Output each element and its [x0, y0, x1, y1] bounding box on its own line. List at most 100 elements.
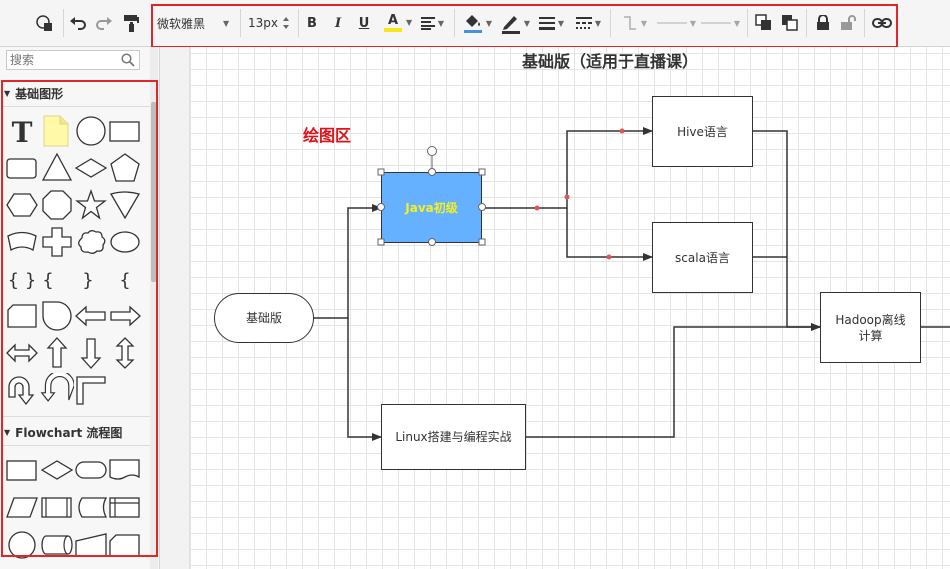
diagram-title[interactable]: 基础版（适用于直播课） [522, 52, 699, 71]
shape-down-arrow[interactable] [74, 336, 108, 370]
ellipse-shape-icon [110, 231, 140, 253]
search-box[interactable] [6, 50, 140, 70]
search-input[interactable] [7, 51, 117, 69]
chevron-down-icon: ▼ [437, 18, 445, 28]
cross-shape-icon [42, 227, 72, 257]
sidebar-scrollbar[interactable] [150, 47, 158, 569]
fill-color-icon [463, 15, 482, 33]
down-arrow-shape-icon [80, 338, 102, 369]
selection-handles[interactable] [374, 145, 490, 249]
shape-horizontal-arrow[interactable] [5, 336, 39, 370]
send-back-button[interactable] [779, 11, 801, 35]
edge-linux-hadoop [526, 323, 821, 438]
underline-button[interactable]: U [358, 15, 370, 31]
shape-flow-direct-data[interactable] [40, 527, 74, 561]
format-painter-button[interactable] [120, 11, 142, 35]
font-family-select[interactable]: 微软雅黑 ▼ [157, 11, 233, 35]
shape-flow-decision[interactable] [40, 453, 74, 487]
process-shape-icon [6, 460, 37, 481]
shape-corner[interactable] [74, 373, 108, 407]
shape-up-arrow[interactable] [40, 336, 74, 370]
lock-button[interactable] [813, 11, 833, 35]
align-button[interactable]: ▼ [418, 11, 446, 35]
shape-cross[interactable] [40, 225, 74, 259]
section-header-flowchart[interactable]: ▼ Flowchart 流程图 [0, 421, 150, 443]
shape-u-turn-left-arrow[interactable] [40, 370, 75, 407]
shape-ellipse[interactable] [108, 225, 142, 259]
shape-text[interactable]: T [5, 114, 39, 149]
shape-star[interactable] [74, 188, 108, 222]
undo-button[interactable] [68, 11, 88, 35]
node-hadoop-line1: Hadoop离线 [835, 312, 906, 327]
line-color-button[interactable]: ▼ [498, 11, 532, 35]
shape-flow-data[interactable] [5, 490, 39, 524]
line-width-button[interactable]: ▼ [536, 11, 566, 35]
lock-icon [817, 15, 829, 30]
shape-funnel[interactable] [108, 188, 142, 222]
shape-note[interactable] [40, 114, 74, 148]
shape-banner[interactable] [5, 225, 39, 259]
shape-flow-process[interactable] [5, 453, 39, 487]
brace-shape-icon: { [119, 270, 130, 291]
redo-button[interactable] [94, 11, 114, 35]
shape-flow-card[interactable] [108, 527, 142, 561]
node-hive[interactable]: Hive语言 [652, 96, 753, 167]
shape-right-arrow[interactable] [108, 299, 142, 333]
connector-icon [623, 16, 636, 30]
node-scala[interactable]: scala语言 [652, 222, 753, 293]
shape-diamond[interactable] [74, 151, 108, 185]
line-width-icon [538, 17, 555, 30]
line-end-button[interactable]: ▼ [700, 11, 740, 35]
line-start-button[interactable]: ▼ [656, 11, 696, 35]
shape-style-button[interactable] [32, 11, 56, 35]
shape-octagon[interactable] [40, 188, 74, 222]
shape-left-brace[interactable]: { [40, 262, 74, 296]
shape-flow-terminator[interactable] [74, 453, 108, 487]
search-icon[interactable] [121, 53, 135, 67]
shape-u-turn-arrow[interactable] [5, 373, 39, 407]
line-style-button[interactable]: ▼ [572, 11, 604, 35]
drawing-canvas[interactable]: 基础版（适用于直播课） 绘图区 [160, 47, 950, 569]
shape-pentagon[interactable] [108, 151, 142, 185]
shape-style-icon [36, 15, 52, 31]
bold-button[interactable]: B [307, 15, 317, 31]
shape-flow-internal-storage[interactable] [108, 490, 142, 524]
shape-flow-predefined[interactable] [40, 490, 74, 524]
node-basic[interactable]: 基础版 [214, 293, 314, 343]
bring-front-button[interactable] [753, 11, 775, 35]
shape-right-brace[interactable]: } [74, 262, 108, 296]
shape-hexagon[interactable] [5, 188, 39, 222]
resize-handle [377, 238, 385, 246]
fill-color-button[interactable]: ▼ [460, 11, 494, 35]
link-button[interactable] [871, 11, 893, 35]
shape-flow-stored-data[interactable] [74, 490, 108, 524]
shape-circle[interactable] [74, 114, 108, 148]
sidebar-scroll-thumb[interactable] [151, 102, 156, 282]
shape-flow-document[interactable] [108, 453, 142, 487]
section-header-basic-shapes[interactable]: ▼ 基础图形 [0, 82, 150, 104]
shape-tear[interactable] [40, 299, 74, 333]
font-color-button[interactable]: A [380, 11, 406, 35]
pentagon-shape-icon [110, 153, 140, 182]
shape-cloud[interactable] [74, 225, 108, 259]
punched-card-shape-icon [109, 534, 140, 557]
shape-rectangle[interactable] [108, 114, 142, 148]
octagon-shape-icon [42, 190, 72, 220]
node-hadoop[interactable]: Hadoop离线 计算 [820, 292, 921, 363]
italic-button[interactable]: I [334, 15, 342, 31]
shape-braces[interactable]: { } [5, 262, 39, 296]
shape-left-arrow[interactable] [74, 299, 108, 333]
shape-flow-connector[interactable] [5, 527, 39, 561]
shape-triangle[interactable] [40, 151, 74, 185]
shape-vertical-arrow[interactable] [108, 336, 142, 370]
connector-style-button[interactable]: ▼ [618, 11, 650, 35]
shape-rounded-rectangle[interactable] [5, 151, 39, 185]
shape-flow-manual-input[interactable] [74, 527, 108, 561]
font-size-stepper[interactable]: 13px [248, 11, 294, 35]
unlock-button[interactable] [838, 11, 858, 35]
node-linux[interactable]: Linux搭建与编程实战 [381, 404, 526, 470]
shape-card[interactable] [5, 299, 39, 333]
shape-brace[interactable]: { [108, 262, 142, 296]
waypoint-dot [534, 205, 540, 211]
section-title: 基础图形 [15, 86, 64, 101]
